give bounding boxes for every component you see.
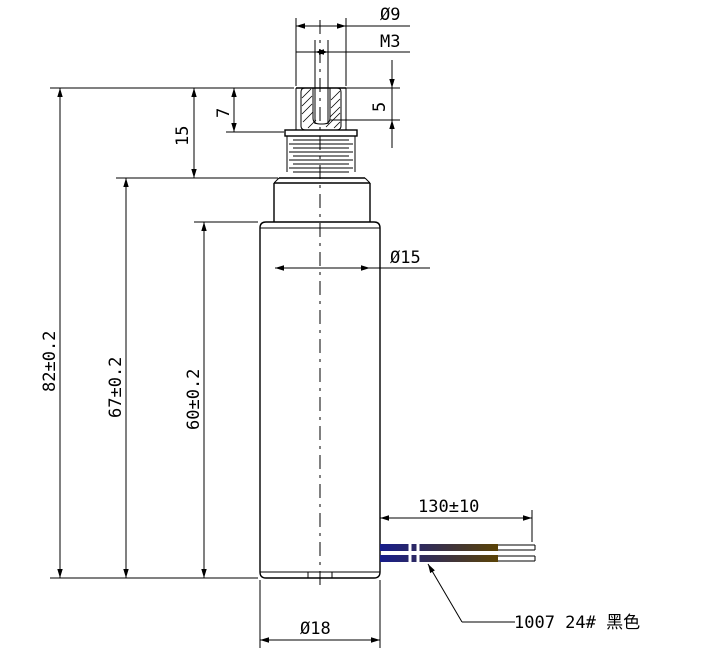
- dim-thread-m3: M3: [296, 32, 410, 55]
- dim-length-60: 60±0.2: [184, 221, 258, 578]
- label-15: 15: [173, 126, 193, 146]
- dim-wire-length: 130±10: [380, 497, 533, 542]
- label-5: 5: [370, 102, 390, 112]
- wire-note-leader: 1007 24# 黑色: [427, 563, 640, 633]
- return-spring: [286, 136, 356, 173]
- label-dia-9: Ø9: [380, 5, 400, 25]
- plunger-flange: [284, 129, 358, 137]
- label-wire-spec: 1007 24# 黑色: [514, 613, 640, 633]
- label-dia-15: Ø15: [390, 248, 421, 268]
- dim-length-15: 15: [173, 88, 197, 178]
- dim-length-82: 82±0.2: [40, 87, 294, 579]
- label-7: 7: [214, 108, 234, 118]
- label-m3: M3: [380, 32, 400, 52]
- dim-body-dia-18: Ø18: [259, 580, 381, 648]
- wire-lead: [380, 544, 536, 562]
- dim-depth-5: 5: [330, 60, 400, 148]
- dim-depth-7: 7: [214, 87, 294, 133]
- plunger-head: [295, 40, 347, 131]
- dim-length-67: 67±0.2: [106, 177, 278, 578]
- label-82: 82±0.2: [40, 331, 60, 392]
- label-dia-18: Ø18: [300, 619, 331, 639]
- body-neck: [273, 177, 371, 222]
- label-67: 67±0.2: [106, 357, 126, 418]
- dim-body-dia-15: Ø15: [275, 248, 430, 271]
- label-60: 60±0.2: [184, 369, 204, 430]
- label-wire-length: 130±10: [418, 497, 479, 517]
